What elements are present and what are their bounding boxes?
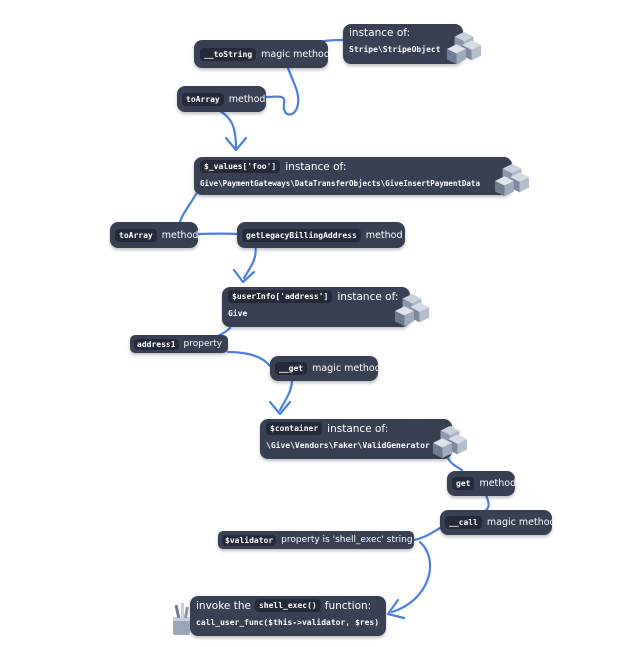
node-address1-code: address1 [134, 338, 179, 350]
node-toarray-2: toArray method [110, 222, 198, 248]
connector-validator-invoke [390, 540, 432, 614]
node-values: $_values['foo'] instance of: Give\Paymen… [194, 157, 512, 195]
node-invoke-prefix: invoke the [196, 599, 251, 612]
node-validator: $validator property is 'shell_exec' stri… [218, 531, 414, 549]
node-stripe-title: instance of: [349, 27, 411, 39]
connector-call-validator [412, 526, 442, 542]
node-get-magic-code: __get [275, 362, 308, 375]
node-validator-code: $validator [222, 534, 277, 546]
node-call-magic-label: magic method [486, 517, 556, 528]
node-get-magic-label: magic method [312, 363, 381, 374]
arrowhead-values [224, 136, 248, 152]
node-toarray-1: toArray method [177, 86, 266, 112]
node-address1-label: property [183, 339, 223, 349]
node-userinfo-code: $userInfo['address'] [228, 290, 333, 303]
connector-tostring-toarray [264, 66, 300, 116]
cube-stack-icon [394, 293, 430, 327]
pencil-cup-icon [173, 603, 190, 635]
connector-get-container [278, 378, 294, 412]
cube-stack-icon [432, 425, 468, 459]
node-tostring-code: __toString [200, 47, 257, 61]
node-legacy-code: getLegacyBillingAddress [242, 228, 361, 242]
node-values-code: $_values['foo'] [200, 160, 281, 173]
node-container: $container instance of: \Give\Vendors\Fa… [260, 419, 452, 459]
node-toarray-1-code: toArray [182, 92, 224, 106]
node-invoke: invoke the shell_exec() function: call_u… [190, 596, 386, 636]
node-legacy: getLegacyBillingAddress method [237, 222, 405, 248]
node-invoke-suffix: function: [324, 599, 372, 612]
node-userinfo: $userInfo['address'] instance of: Give [222, 287, 410, 327]
node-values-value: Give\PaymentGateways\DataTransferObjects… [200, 179, 480, 188]
node-userinfo-title: instance of: [337, 290, 399, 303]
arrowhead-invoke [386, 598, 406, 620]
arrowhead-userinfo [232, 268, 256, 284]
cube-stack-icon [494, 163, 530, 197]
node-toarray-2-code: toArray [115, 228, 157, 242]
node-legacy-label: method [365, 229, 403, 241]
node-toarray-2-label: method [161, 229, 199, 241]
node-stripe: instance of: Stripe\StripeObject [343, 24, 463, 64]
connector-toarray-values [218, 109, 238, 150]
node-get-method-label: method [479, 478, 517, 489]
node-container-value: \Give\Vendors\Faker\ValidGenerator [266, 441, 430, 450]
node-toarray-1-label: method [228, 93, 266, 105]
node-invoke-value: call_user_func($this->validator, $res) [196, 618, 380, 627]
node-get-magic: __get magic method [270, 356, 381, 381]
connector-address1-get [226, 350, 272, 368]
connector-legacy-userinfo [242, 243, 257, 280]
node-validator-label: property is 'shell_exec' string [281, 535, 413, 545]
node-tostring-label: magic method [261, 48, 330, 60]
node-call-magic-code: __call [445, 516, 482, 529]
node-container-title: instance of: [327, 422, 389, 435]
arrowhead-container [268, 400, 292, 416]
node-call-magic: __call magic method [440, 510, 556, 535]
node-userinfo-value: Give [228, 309, 248, 318]
node-invoke-code: shell_exec() [254, 599, 321, 612]
node-stripe-value: Stripe\StripeObject [349, 45, 441, 54]
connector-container-get [446, 456, 464, 472]
node-get-method-code: get [452, 477, 475, 490]
connector-values-toarray2 [178, 192, 198, 224]
node-tostring: __toString magic method [194, 40, 330, 68]
node-container-code: $container [266, 422, 323, 435]
node-values-title: instance of: [285, 160, 347, 173]
node-get-method: get method [447, 471, 517, 496]
cube-stack-icon [446, 31, 482, 65]
node-address1: address1 property [130, 335, 228, 353]
